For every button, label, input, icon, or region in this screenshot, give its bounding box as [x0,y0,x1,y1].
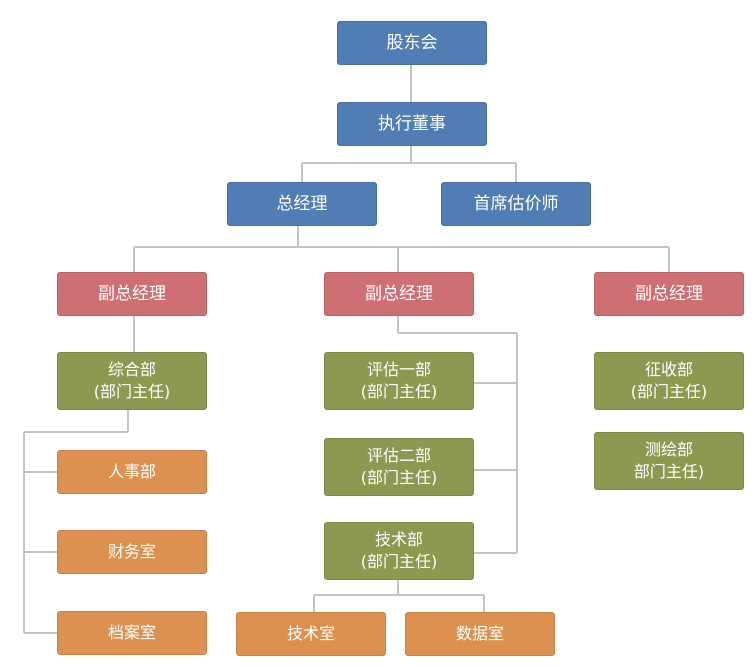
acquisition-dept-box: 征收部 (部门主任) [594,352,744,410]
shareholders-box: 股东会 [337,21,487,65]
appraisal-dept-2-name: 评估二部 [366,446,431,465]
tech-dept-box: 技术部 (部门主任) [324,522,474,580]
archives-office-box: 档案室 [57,611,207,655]
finance-office-label: 财务室 [107,542,156,561]
general-dept-sub: (部门主任) [93,382,171,401]
tech-dept-name: 技术部 [374,530,423,549]
deputy-gm-left-label: 副总经理 [98,284,166,304]
deputy-gm-center-box: 副总经理 [324,272,474,316]
survey-dept-box: 测绘部 部门主任) [594,432,744,490]
finance-office-box: 财务室 [57,530,207,574]
appraisal-dept-1-sub: (部门主任) [360,382,438,401]
executive-director-box: 执行董事 [337,102,487,146]
tech-office-box: 技术室 [236,612,386,656]
data-office-label: 数据室 [455,624,504,643]
general-dept-box: 综合部 (部门主任) [57,352,207,410]
archives-office-label: 档案室 [107,623,156,642]
hr-dept-box: 人事部 [57,450,207,494]
general-manager-label: 总经理 [276,194,328,214]
appraisal-dept-1-name: 评估一部 [366,360,431,379]
shareholders-label: 股东会 [386,33,438,53]
general-dept-name: 综合部 [107,360,156,379]
tech-dept-sub: (部门主任) [360,552,438,571]
data-office-box: 数据室 [405,612,555,656]
tech-office-label: 技术室 [286,624,335,643]
acquisition-dept-sub: (部门主任) [630,382,708,401]
deputy-gm-left-box: 副总经理 [57,272,207,316]
deputy-gm-right-box: 副总经理 [594,272,744,316]
deputy-gm-center-label: 副总经理 [365,284,433,304]
general-manager-box: 总经理 [227,182,377,226]
executive-director-label: 执行董事 [378,114,446,134]
survey-dept-sub: 部门主任) [633,462,705,481]
appraisal-dept-2-box: 评估二部 (部门主任) [324,438,474,496]
survey-dept-name: 测绘部 [644,440,693,459]
appraisal-dept-1-box: 评估一部 (部门主任) [324,352,474,410]
hr-dept-label: 人事部 [107,462,156,481]
chief-appraiser-box: 首席估价师 [441,182,591,226]
appraisal-dept-2-sub: (部门主任) [360,468,438,487]
chief-appraiser-label: 首席估价师 [473,194,559,214]
acquisition-dept-name: 征收部 [644,360,693,379]
deputy-gm-right-label: 副总经理 [635,284,703,304]
